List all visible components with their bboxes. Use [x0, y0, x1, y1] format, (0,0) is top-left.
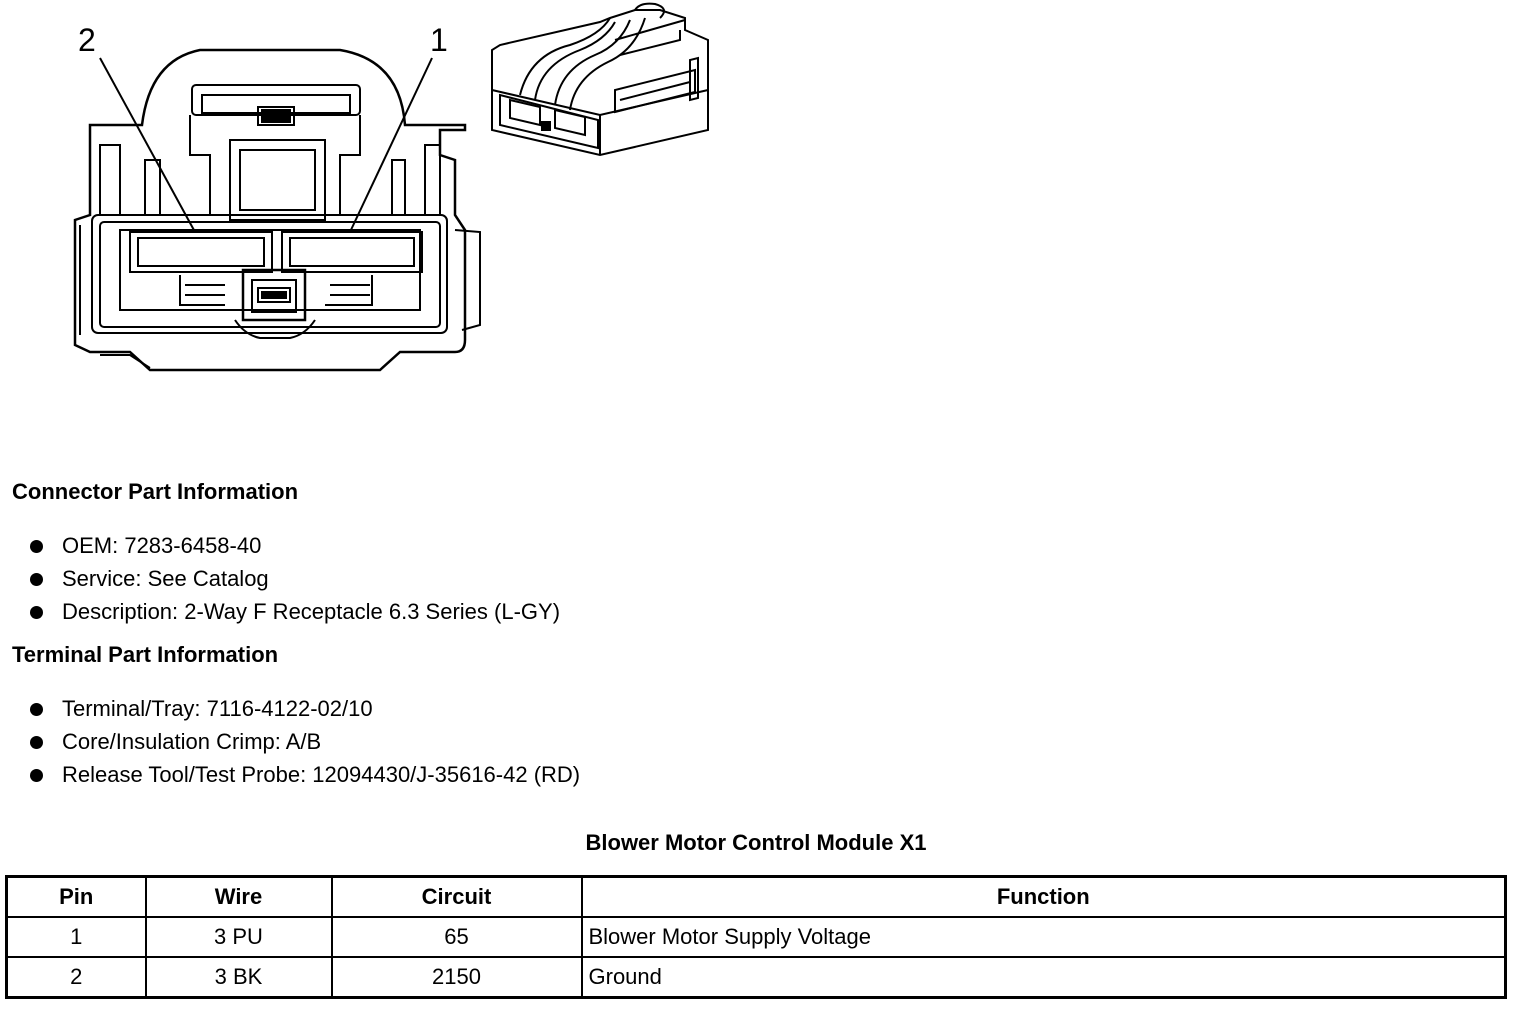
terminal-info-list: Terminal/Tray: 7116-4122-02/10 Core/Insu…: [28, 695, 580, 794]
connector-face-diagram: 2 1: [0, 0, 760, 400]
terminal-crimp: Core/Insulation Crimp: A/B: [62, 729, 322, 754]
bullet-icon: [30, 736, 43, 749]
table-row: 1 3 PU 65 Blower Motor Supply Voltage: [5, 916, 1507, 958]
list-item: Service: See Catalog: [28, 565, 560, 598]
bullet-icon: [30, 606, 43, 619]
table-header-row: Pin Wire Circuit Function: [5, 875, 1507, 918]
list-item: OEM: 7283-6458-40: [28, 532, 560, 565]
connector-isometric-diagram: [480, 0, 720, 170]
column-header-wire: Wire: [144, 875, 333, 918]
table-row: 2 3 BK 2150 Ground: [5, 956, 1507, 999]
bullet-icon: [30, 573, 43, 586]
list-item: Core/Insulation Crimp: A/B: [28, 728, 580, 761]
callout-pin-2: 2: [78, 22, 96, 58]
cell-wire: 3 PU: [144, 916, 333, 958]
cell-function: Ground: [580, 956, 1507, 999]
table-title: Blower Motor Control Module X1: [585, 830, 927, 855]
terminal-release-tool: Release Tool/Test Probe: 12094430/J-3561…: [62, 762, 581, 787]
column-header-function: Function: [580, 875, 1507, 918]
cell-circuit: 65: [330, 916, 583, 958]
bullet-icon: [30, 540, 43, 553]
connector-service: Service: See Catalog: [62, 566, 269, 591]
cell-function: Blower Motor Supply Voltage: [580, 916, 1507, 958]
pinout-table: Pin Wire Circuit Function 1 3 PU 65 Blow…: [5, 875, 1507, 999]
terminal-info-heading: Terminal Part Information: [12, 642, 279, 667]
connector-oem: OEM: 7283-6458-40: [62, 533, 262, 558]
cell-pin: 2: [5, 956, 147, 999]
connector-info-list: OEM: 7283-6458-40 Service: See Catalog D…: [28, 532, 560, 631]
connector-face-drawing: [73, 48, 481, 372]
connector-info-heading: Connector Part Information: [12, 479, 299, 504]
bullet-icon: [30, 703, 43, 716]
list-item: Terminal/Tray: 7116-4122-02/10: [28, 695, 580, 728]
bullet-icon: [30, 769, 43, 782]
cell-wire: 3 BK: [144, 956, 333, 999]
cell-pin: 1: [5, 916, 147, 958]
column-header-pin: Pin: [5, 875, 147, 918]
cell-circuit: 2150: [330, 956, 583, 999]
column-header-circuit: Circuit: [330, 875, 583, 918]
list-item: Description: 2-Way F Receptacle 6.3 Seri…: [28, 598, 560, 631]
terminal-tray: Terminal/Tray: 7116-4122-02/10: [62, 696, 373, 721]
list-item: Release Tool/Test Probe: 12094430/J-3561…: [28, 761, 580, 794]
connector-description: Description: 2-Way F Receptacle 6.3 Seri…: [62, 599, 561, 624]
callout-pin-1: 1: [430, 22, 448, 58]
connector-isometric-drawing: [491, 2, 709, 157]
